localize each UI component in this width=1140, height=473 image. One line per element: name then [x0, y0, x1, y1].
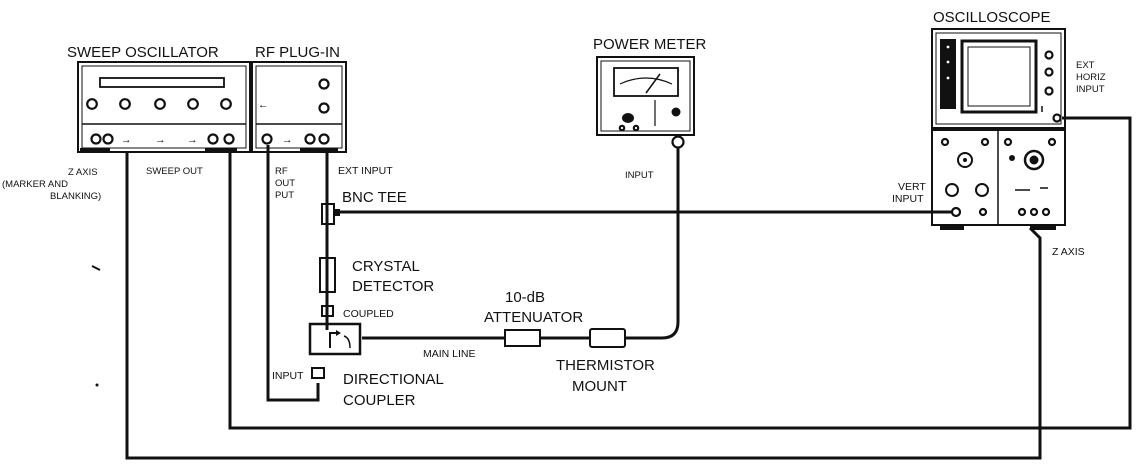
coupler-input-port	[311, 367, 325, 379]
crystal-detector-label-2: DETECTOR	[352, 278, 434, 295]
rf-output-label-2: OUT	[275, 178, 295, 189]
scope-screen	[960, 39, 1038, 114]
directional-coupler-label-1: DIRECTIONAL	[343, 371, 444, 388]
power-meter	[596, 56, 695, 149]
ext-horiz-label-3: INPUT	[1076, 84, 1105, 95]
oscilloscope	[931, 28, 1066, 230]
rf-output-port[interactable]	[261, 133, 273, 145]
osc-z-axis-label: Z AXIS	[1052, 246, 1085, 258]
rf-output-cable	[266, 145, 320, 402]
directional-coupler	[308, 322, 362, 356]
sweep-oscillator-label: SWEEP OSCILLATOR	[67, 44, 219, 61]
crystal-detector	[319, 257, 336, 293]
sweep-out-cable	[228, 116, 1132, 430]
sweep-out-port[interactable]	[223, 133, 235, 145]
vert-input-label-2: INPUT	[892, 193, 924, 205]
rf-output-label-1: RF	[275, 166, 288, 177]
svg-text:→: →	[282, 134, 293, 146]
coupler-input-label: INPUT	[272, 370, 304, 382]
oscilloscope-label: OSCILLOSCOPE	[933, 9, 1051, 26]
ext-input-port[interactable]	[318, 133, 330, 145]
thermistor-to-meter-cable	[625, 142, 680, 340]
crystal-detector-label-1: CRYSTAL	[352, 258, 420, 275]
sweep-out-label: SWEEP OUT	[146, 166, 203, 177]
ext-horiz-label-1: EXT	[1076, 60, 1095, 71]
thermistor-label-1: THERMISTOR	[556, 357, 655, 374]
power-meter-label: POWER METER	[593, 36, 707, 53]
directional-coupler-label-2: COUPLER	[343, 392, 416, 409]
osc-z-axis-port[interactable]	[1030, 225, 1056, 230]
attenuator-label-1: 10-dB	[505, 289, 545, 306]
power-meter-input-port[interactable]	[671, 135, 685, 149]
ext-horiz-input-port[interactable]	[1052, 113, 1062, 123]
meter-face	[613, 67, 679, 97]
rf-plugin: ← →	[251, 61, 347, 153]
sweep-oscillator: → → →	[77, 61, 251, 153]
z-axis-cable	[125, 152, 1042, 460]
svg-text:→: →	[187, 134, 198, 146]
attenuator	[504, 329, 541, 347]
z-axis-label-3: BLANKING)	[50, 191, 101, 202]
cables	[125, 116, 1132, 460]
meter-range-knob[interactable]	[622, 113, 634, 123]
ext-horiz-label-2: HORIZ	[1076, 72, 1106, 83]
bnc-tee-label: BNC TEE	[342, 189, 407, 206]
z-axis-port[interactable]	[90, 133, 102, 145]
svg-text:→: →	[121, 134, 132, 146]
attenuator-label-2: ATTENUATOR	[484, 309, 583, 326]
vert-input-port[interactable]	[950, 206, 962, 218]
ext-input-label: EXT INPUT	[338, 165, 393, 177]
thermistor-mount	[589, 328, 626, 348]
svg-text:→: →	[155, 134, 166, 146]
sweep-display	[99, 77, 225, 88]
svg-text:←: ←	[258, 99, 269, 111]
bnc-tee	[321, 203, 340, 225]
z-axis-label: Z AXIS	[68, 167, 98, 178]
z-axis-label-2: (MARKER AND	[2, 179, 68, 190]
rf-plugin-label: RF PLUG-IN	[255, 44, 340, 61]
main-line-label: MAIN LINE	[423, 348, 476, 360]
rf-output-label-3: PUT	[275, 190, 294, 201]
power-meter-input-label: INPUT	[625, 170, 654, 181]
coupled-label: COUPLED	[343, 308, 394, 320]
thermistor-label-2: MOUNT	[572, 378, 627, 395]
vert-input-label-1: VERT	[898, 181, 926, 193]
coupled-port	[321, 305, 334, 317]
